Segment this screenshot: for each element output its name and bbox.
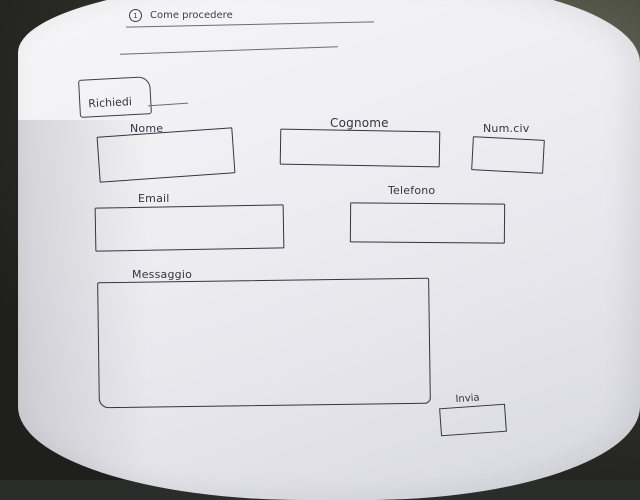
telefono-label: Telefono bbox=[388, 184, 436, 197]
placeholder-line-2 bbox=[120, 46, 338, 55]
messaggio-textarea[interactable] bbox=[97, 277, 431, 409]
tab-underline bbox=[148, 102, 188, 107]
messaggio-label: Messaggio bbox=[132, 268, 193, 281]
step-header: 1 Come procedere bbox=[129, 9, 233, 22]
cognome-label: Cognome bbox=[330, 116, 389, 130]
tab-richiedi-label: Richiedi bbox=[87, 95, 133, 111]
invia-label: Invia bbox=[455, 392, 480, 406]
step-title: Come procedere bbox=[150, 10, 233, 21]
paper-shadow bbox=[18, 120, 148, 480]
nome-field[interactable] bbox=[96, 127, 236, 183]
numero-label: Num.civ bbox=[483, 122, 530, 135]
email-label: Email bbox=[138, 192, 170, 205]
cognome-field[interactable] bbox=[279, 128, 441, 168]
step-number-badge: 1 bbox=[129, 9, 142, 22]
paper-sketch: 1 Come procedere Richiedi Nome Cognome N… bbox=[18, 0, 640, 500]
nome-label: Nome bbox=[130, 122, 164, 135]
email-field[interactable] bbox=[94, 204, 285, 252]
numero-field[interactable] bbox=[471, 136, 545, 174]
tab-richiedi[interactable]: Richiedi bbox=[78, 76, 152, 118]
telefono-field[interactable] bbox=[349, 202, 506, 244]
invia-button[interactable]: Invia bbox=[439, 392, 507, 437]
placeholder-line-1 bbox=[126, 21, 374, 28]
